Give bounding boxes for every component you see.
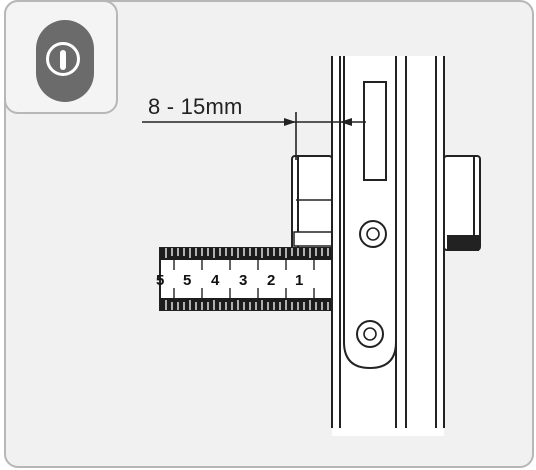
ruler-number: 4	[211, 272, 220, 289]
ruler-number: 5	[156, 272, 164, 289]
ruler-number: 1	[295, 272, 303, 289]
ruler-number: 3	[239, 272, 247, 289]
lock-faceplate	[343, 56, 397, 370]
step-badge	[4, 0, 118, 114]
ruler-number: 5	[183, 272, 191, 289]
badge-bar	[60, 50, 66, 70]
ruler-number: 2	[267, 272, 275, 289]
dimension-annotation	[142, 112, 366, 160]
left-handle-block	[291, 155, 333, 251]
badge-ring	[46, 42, 80, 76]
measuring-tape: 5 5 4 3 2 1	[156, 247, 335, 311]
power-info-icon	[36, 20, 94, 102]
dimension-label: 8 - 15mm	[148, 94, 243, 119]
right-handle-block	[443, 155, 481, 251]
